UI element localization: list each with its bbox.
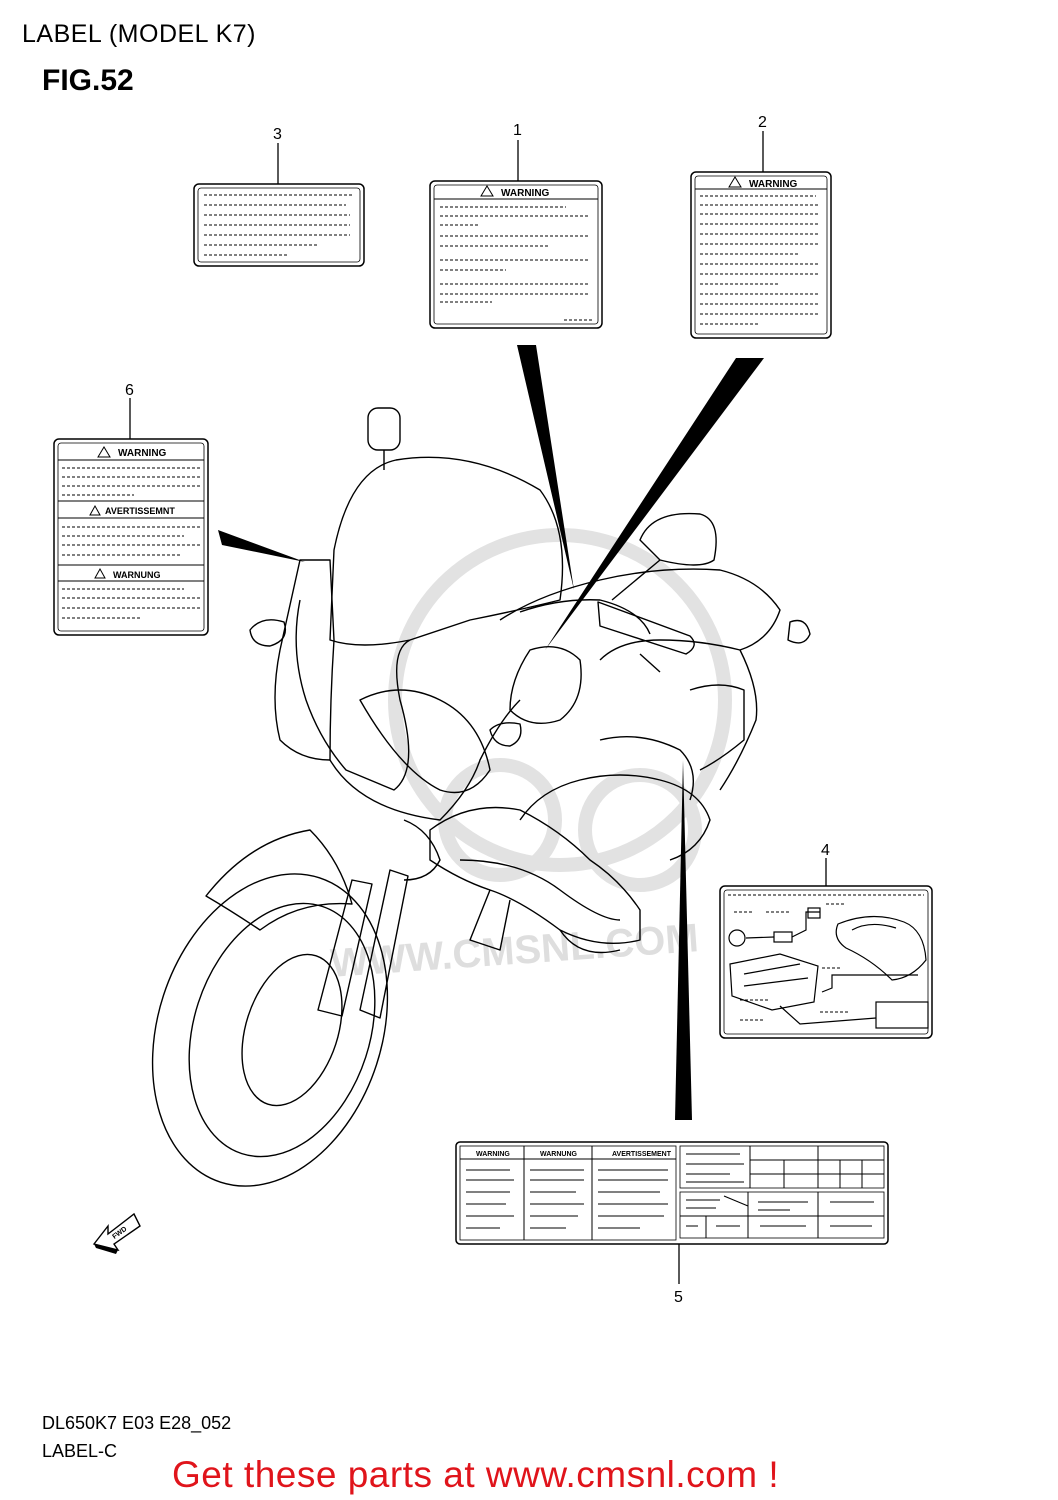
warning-heading: WARNING [118,448,167,459]
callout-2: 2 [758,114,767,131]
callout-3: 3 [273,126,282,143]
watermark [388,528,732,892]
watermark-text: WWW.CMSNL.COM [329,916,700,986]
label-1: WARNING [429,140,603,329]
leader-arrows [218,345,764,1120]
diagram-code: DL650K7 E03 E28_052 [42,1413,232,1433]
page-title: LABEL (MODEL K7) [22,20,257,48]
motorcycle-illustration [151,407,811,1187]
callout-5: 5 [674,1289,683,1306]
warning-heading: WARNING [476,1151,510,1158]
warnung-heading: WARNUNG [540,1151,577,1158]
avertissement-heading: AVERTISSEMNT [105,506,175,516]
label-4 [719,858,933,1039]
diagram-subtitle: LABEL-C [42,1441,118,1461]
promo-link[interactable]: Get these parts at www.cmsnl.com ! [172,1454,780,1495]
label-3 [193,143,365,267]
fwd-arrow-icon: FWD [92,1212,141,1254]
warnung-heading: WARNUNG [113,570,161,580]
callout-4: 4 [821,842,830,859]
warning-heading: WARNING [501,188,550,199]
label-2: WARNING [690,131,832,339]
avertissement-heading: AVERTISSEMENT [612,1151,672,1158]
warning-heading: WARNING [749,179,798,190]
label-6: WARNING AVERTISSEMNT WARNUNG [53,398,209,636]
callout-6: 6 [125,382,134,399]
callout-1: 1 [513,122,522,139]
figure-number: FIG.52 [42,64,134,97]
label-5: WARNING WARNUNG AVERTISSEMENT [455,1141,889,1284]
